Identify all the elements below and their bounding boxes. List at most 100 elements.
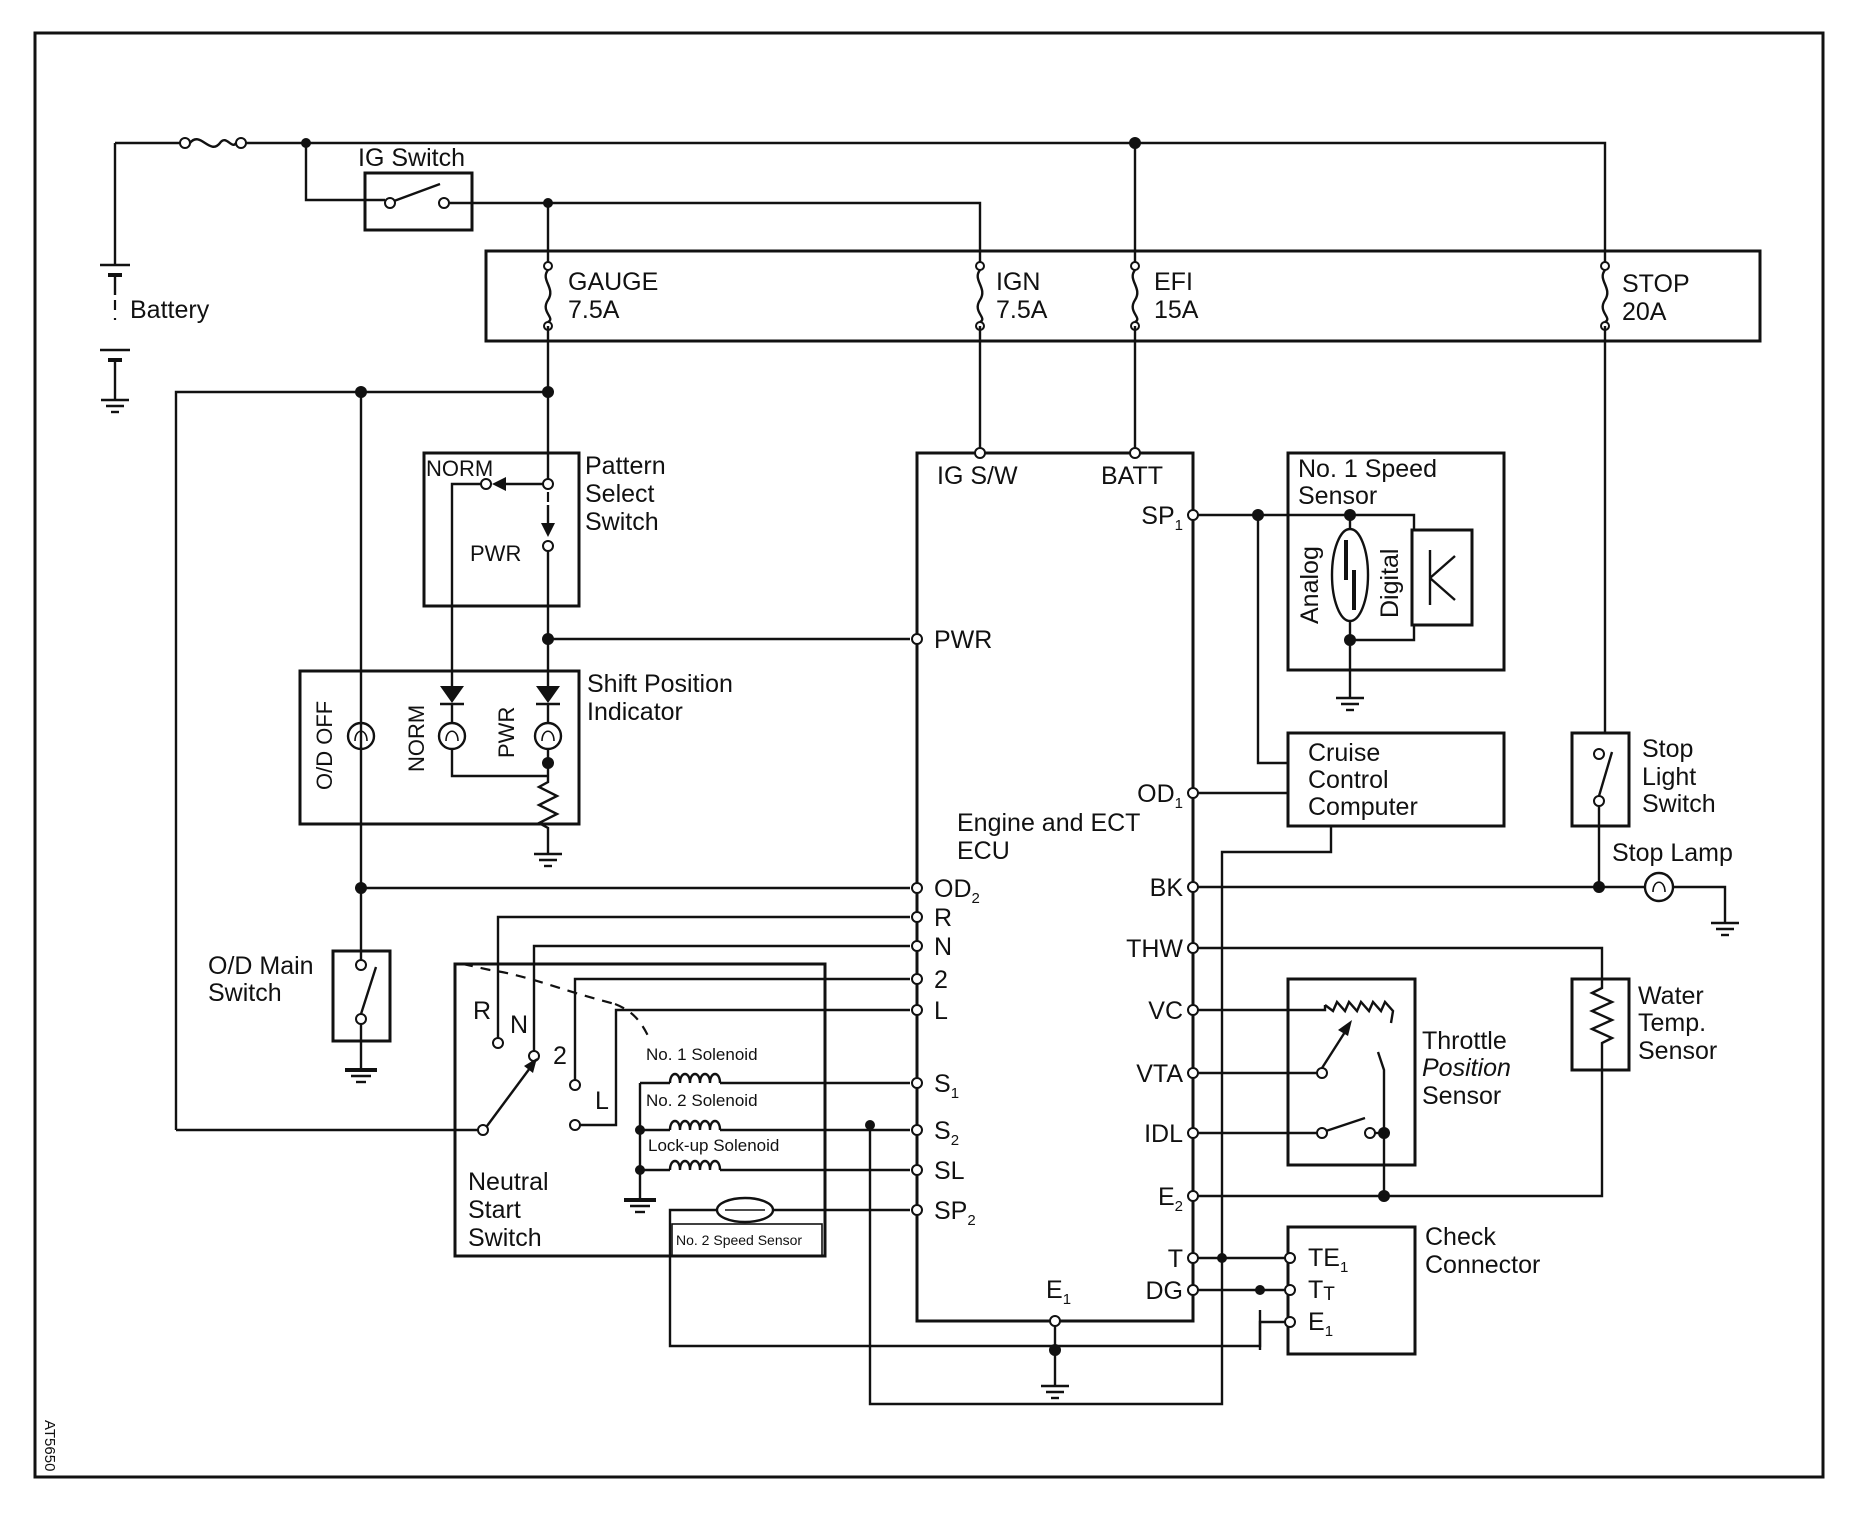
- pattern-select-switch: [422, 451, 581, 608]
- throttle-title-1: Throttle: [1422, 1027, 1507, 1055]
- nss-pos-r: R: [473, 997, 491, 1025]
- ecu-left-pin-2-terminal: [911, 911, 923, 923]
- diode-norm-icon: [440, 686, 464, 706]
- ecu-left-pin-4-terminal: [911, 973, 923, 985]
- pattern-select-title-2: Select: [585, 480, 655, 508]
- ecu-left-pin-5-label: L: [934, 997, 948, 1025]
- ecu-left-pin-1-terminal: [911, 882, 923, 894]
- ecu-left-pin-1-label: OD2: [934, 875, 980, 907]
- cruise-title-1: Cruise: [1308, 739, 1380, 767]
- water-temp-title-3: Sensor: [1638, 1037, 1717, 1065]
- stop-light-switch: [1570, 731, 1631, 828]
- check-connector-title-1: Check: [1425, 1223, 1496, 1251]
- ig-switch-label: IG Switch: [358, 144, 465, 172]
- lamp-norm-label: NORM: [404, 705, 429, 772]
- shift-indicator-title-2: Indicator: [587, 698, 683, 726]
- ecu-right-pin-8-terminal: [1187, 1252, 1199, 1264]
- solenoid-2-icon: [668, 1119, 722, 1131]
- battery: [99, 143, 131, 414]
- ecu-left-pin-4-label: 2: [934, 966, 948, 994]
- ecu-right-pin-7-terminal: [1187, 1190, 1199, 1202]
- neutral-start-title-2: Start: [468, 1196, 521, 1224]
- lockup-solenoid-label: Lock-up Solenoid: [648, 1136, 779, 1155]
- lamp-od-off-label: O/D OFF: [312, 701, 337, 790]
- stop-lamp-label: Stop Lamp: [1612, 839, 1733, 867]
- indicator-resistor-icon: [536, 776, 560, 846]
- no1-speed-sensor: [1286, 451, 1506, 672]
- ecu-left-pin-9-terminal: [911, 1204, 923, 1216]
- ecu-left-pin-5-terminal: [911, 1004, 923, 1016]
- neutral-start-title-3: Switch: [468, 1224, 542, 1252]
- shift-indicator-title-1: Shift Position: [587, 670, 733, 698]
- throttle-title-2: Position: [1422, 1054, 1511, 1082]
- ecu-left-pin-3-terminal: [911, 940, 923, 952]
- lamp-pwr-label: PWR: [494, 707, 519, 758]
- diagram-frame: [33, 31, 1825, 1479]
- thermistor-icon: [1589, 979, 1615, 1070]
- battery-label: Battery: [130, 296, 210, 324]
- neutral-start-title-1: Neutral: [468, 1168, 549, 1196]
- fuse-efi-icon: [1129, 260, 1141, 332]
- pattern-norm-label: NORM: [426, 456, 493, 481]
- no2-speed-sensor: [671, 1223, 823, 1257]
- shift-position-indicator: [298, 669, 581, 826]
- diagram-id: AT5650: [41, 1420, 58, 1471]
- ecu-left-pin-0-label: PWR: [934, 626, 992, 654]
- lamp-pwr-icon: [533, 721, 563, 751]
- fusible-link: [179, 137, 247, 149]
- ecu-right-pin-3-label: THW: [1126, 935, 1183, 963]
- fuse-ign-icon: [974, 260, 986, 332]
- water-temp-title-1: Water: [1638, 982, 1704, 1010]
- ecu-right-pin-0-label: SP1: [1141, 502, 1183, 534]
- throttle-title-3: Sensor: [1422, 1082, 1501, 1110]
- ecu-right-pin-2-terminal: [1187, 881, 1199, 893]
- ecu-pin-batt: BATT: [1101, 462, 1163, 490]
- ecu-right-pin-1-label: OD1: [1137, 780, 1183, 812]
- fuse-gauge-rating: 7.5A: [568, 296, 620, 324]
- fuse-stop-icon: [1599, 260, 1611, 332]
- pattern-pwr-label: PWR: [470, 541, 521, 566]
- ecu-left-pin-9-label: SP2: [934, 1197, 976, 1229]
- nss-pos-n: N: [510, 1011, 528, 1039]
- ecu-right-pin-9-terminal: [1187, 1284, 1199, 1296]
- ecu-left-pin-8-terminal: [911, 1164, 923, 1176]
- ecu-left-pin-6-label: S1: [934, 1070, 959, 1102]
- ecu-pin-igsw: IG S/W: [937, 462, 1018, 490]
- pattern-select-title-3: Switch: [585, 508, 659, 536]
- ecu-left-pin-6-terminal: [911, 1077, 923, 1089]
- ecu-left-pin-7-label: S2: [934, 1117, 959, 1149]
- ecu-right-pin-9-label: DG: [1146, 1277, 1184, 1305]
- fuse-stop-name: STOP: [1622, 270, 1690, 298]
- neutral-start-switch: [453, 962, 827, 1258]
- nss-pos-2: 2: [553, 1042, 567, 1070]
- fuse-efi-name: EFI: [1154, 268, 1193, 296]
- speed-sensor-1-title-1: No. 1 Speed: [1298, 455, 1437, 483]
- ecu-right-pin-1-terminal: [1187, 787, 1199, 799]
- fuse-stop-rating: 20A: [1622, 298, 1667, 326]
- fuse-gauge-name: GAUGE: [568, 268, 658, 296]
- ecu-right-pin-7-label: E2: [1158, 1183, 1183, 1215]
- ecu-right-pin-0-terminal: [1187, 509, 1199, 521]
- throttle-potentiometer-icon: [1324, 999, 1395, 1024]
- fuse-ign-rating: 7.5A: [996, 296, 1048, 324]
- ecu-title-2: ECU: [957, 837, 1010, 865]
- hall-ic-icon: [1410, 528, 1474, 627]
- speed-sensor-1-title-2: Sensor: [1298, 482, 1377, 510]
- nss-pos-l: L: [595, 1087, 609, 1115]
- ecu-left-pin-7-terminal: [911, 1124, 923, 1136]
- ecu-left-pin-0-terminal: [911, 633, 923, 645]
- ecu-title-1: Engine and ECT: [957, 809, 1140, 837]
- ig-switch: [363, 171, 474, 232]
- lockup-solenoid-icon: [668, 1159, 722, 1171]
- ecu-right-pin-2-label: BK: [1150, 874, 1184, 902]
- od-main-switch-label-2: Switch: [208, 979, 282, 1007]
- fuse-gauge-icon: [542, 260, 554, 332]
- pattern-select-title-1: Pattern: [585, 452, 666, 480]
- ecu-left-pin-8-label: SL: [934, 1157, 965, 1185]
- cruise-control-computer: [1286, 731, 1506, 828]
- stop-lamp-icon: [1643, 871, 1675, 903]
- check-pin-te1: TE1: [1308, 1244, 1348, 1276]
- lamp-od-off-icon: [346, 721, 376, 751]
